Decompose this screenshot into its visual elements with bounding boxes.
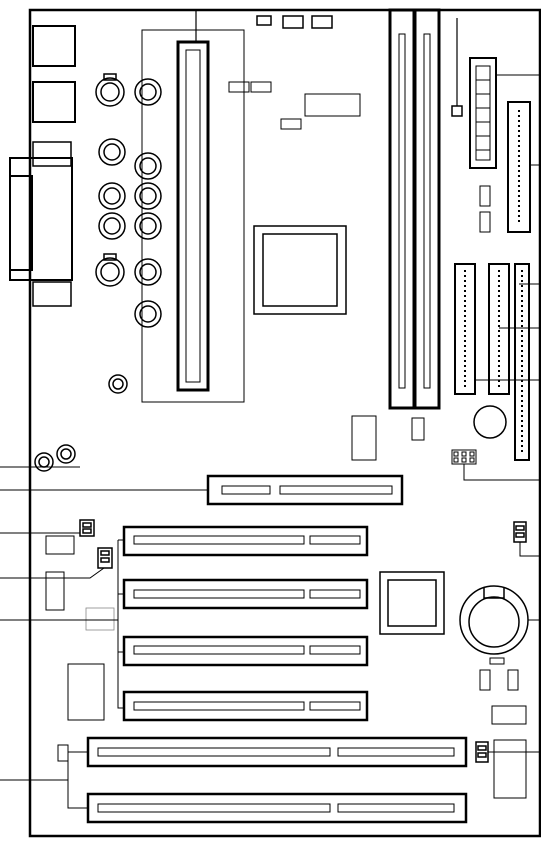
chipset-southbridge (379, 571, 445, 635)
right-headers (475, 521, 527, 799)
agp-slot (206, 474, 404, 506)
jumper-block (479, 211, 491, 233)
small-chips (57, 81, 527, 762)
floppy-connector (507, 101, 531, 233)
isa-slots (86, 736, 468, 824)
power-connector (469, 57, 497, 169)
chipset-northbridge (253, 225, 347, 315)
battery-small (473, 405, 507, 439)
fan-headers (256, 15, 333, 29)
cpu-slot (141, 10, 245, 403)
left-jumpers (45, 519, 115, 721)
board-outline (28, 8, 541, 838)
capacitors (34, 73, 162, 472)
cmos-battery (459, 585, 529, 655)
jumper (451, 105, 463, 117)
jumper-row (451, 449, 477, 465)
ide-connectors (454, 263, 530, 461)
jumper-block (479, 185, 491, 207)
pci-slots (122, 525, 369, 722)
io-ports (9, 25, 76, 307)
leader-lines (0, 74, 541, 809)
dimm-slots (388, 8, 441, 410)
